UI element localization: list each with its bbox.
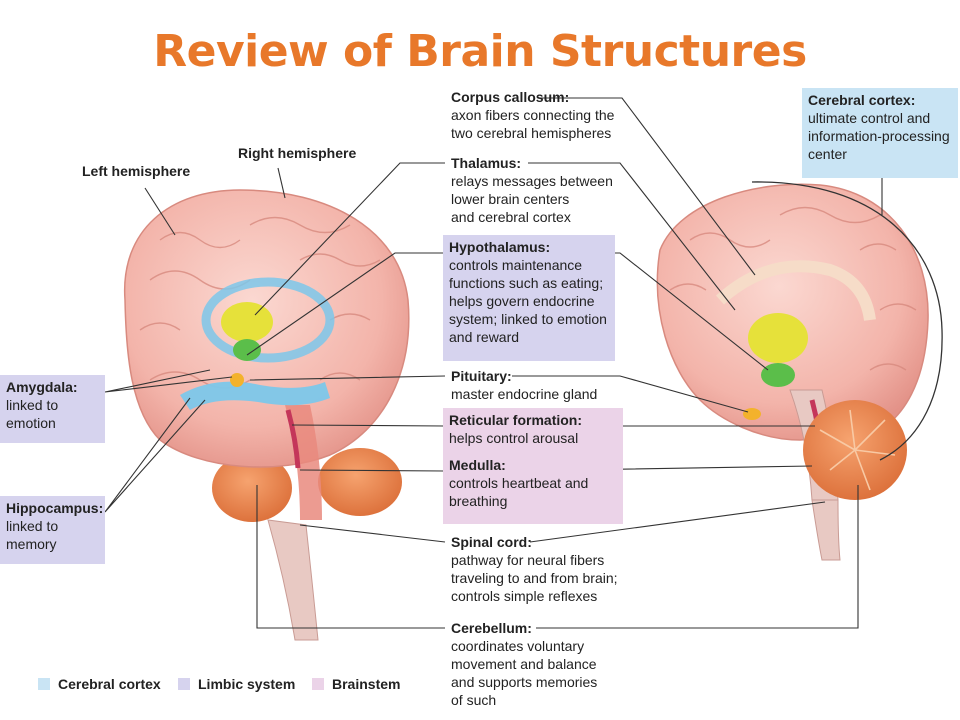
legend-limbic-system: Limbic system [178, 676, 295, 692]
legend-swatch-limbic-system [178, 678, 190, 690]
medulla-desc-1: controls heartbeat and [449, 475, 589, 491]
gyri-right [669, 206, 917, 371]
corpus-callosum-right [715, 260, 876, 322]
spinal-cord-label: Spinal cord: pathway for neural fibers t… [451, 533, 651, 605]
spinal-cord-name: Spinal cord: [451, 534, 532, 550]
right-brain-illustration [656, 181, 943, 561]
legend-cerebral-cortex: Cerebral cortex [38, 676, 161, 692]
hypothalamus-desc-5: and reward [449, 329, 520, 345]
spinal-cord-desc-3: controls simple reflexes [451, 588, 598, 604]
medulla-desc-2: breathing [449, 493, 508, 509]
cerebellum-left [212, 454, 292, 522]
corpus-callosum-desc-1: axon fibers connecting the [451, 107, 615, 123]
pituitary-desc-1: master endocrine gland [451, 386, 598, 402]
reticular-left [285, 409, 301, 469]
amygdala-left [230, 373, 244, 387]
hippocampus-desc-1: linked to [6, 518, 59, 534]
cerebellum-name: Cerebellum: [451, 620, 532, 636]
line-left-hemisphere [144, 187, 176, 236]
legend-label-brainstem: Brainstem [332, 676, 401, 692]
cortex-bracket-arc [751, 181, 943, 461]
corpus-callosum-label: Corpus callosum: axon fibers connecting … [451, 88, 641, 142]
left-hemisphere-label: Left hemisphere [82, 163, 191, 179]
cerebellum-desc-4: of such [451, 692, 497, 708]
legend-brainstem: Brainstem [312, 676, 400, 692]
thalamus-desc-2: lower brain centers [451, 191, 570, 207]
spinal-cord-desc-2: traveling to and from brain; [451, 570, 618, 586]
thalamus-name: Thalamus: [451, 155, 522, 171]
hippocampus-label: Hippocampus: linked to memory [0, 496, 105, 564]
reticular-formation-name: Reticular formation: [449, 412, 583, 428]
hypothalamus-label: Hypothalamus: controls maintenance funct… [443, 235, 615, 361]
spinal-cord-desc-1: pathway for neural fibers [451, 552, 605, 568]
hypothalamus-desc-1: controls maintenance [449, 257, 583, 273]
spinal-cord-left [267, 519, 319, 641]
right-hemisphere-label: Right hemisphere [238, 145, 357, 161]
line-spinal-cord [299, 501, 826, 543]
corpus-callosum-desc-2: two cerebral hemispheres [451, 125, 612, 141]
corpus-callosum-name: Corpus callosum: [451, 89, 570, 105]
cerebral-cortex-desc-2: information-processing [808, 128, 950, 144]
legend-swatch-cerebral-cortex [38, 678, 50, 690]
page-title: Review of Brain Structures [153, 26, 807, 77]
hypothalamus-name: Hypothalamus: [449, 239, 551, 255]
right-cerebrum [656, 183, 929, 441]
arbor-vitae [819, 409, 896, 491]
line-right-hemisphere [277, 167, 286, 199]
hypothalamus-desc-2: functions such as eating; [449, 275, 604, 291]
thalamus-label: Thalamus: relays messages between lower … [451, 154, 631, 226]
cerebellum-desc-3: and supports memories [451, 674, 598, 690]
amygdala-name: Amygdala: [6, 379, 78, 395]
spinal-cord-right [811, 499, 841, 561]
amygdala-desc-2: emotion [6, 415, 56, 431]
line-amygdala [104, 369, 233, 393]
thalamus-right [748, 313, 808, 363]
brainstem-box: Reticular formation: helps control arous… [443, 408, 623, 524]
cerebral-cortex-desc-1: ultimate control and [808, 110, 931, 126]
legend-label-cerebral-cortex: Cerebral cortex [58, 676, 161, 692]
line-pituitary [249, 375, 749, 413]
thalamus-desc-3: and cerebral cortex [451, 209, 571, 225]
hypothalamus-desc-4: system; linked to emotion [449, 311, 607, 327]
cerebellum-desc-2: movement and balance [451, 656, 597, 672]
amygdala-label: Amygdala: linked to emotion [0, 375, 105, 443]
cerebellum-desc-1: coordinates voluntary [451, 638, 585, 654]
pituitary-right [743, 408, 761, 420]
hypothalamus-left [233, 339, 261, 361]
line-hippocampus [104, 397, 206, 513]
legend-swatch-brainstem [312, 678, 324, 690]
left-brain-illustration [123, 189, 410, 641]
hippocampus-shape [180, 381, 330, 410]
medulla-name: Medulla: [449, 457, 506, 473]
pituitary-label: Pituitary: master endocrine gland [451, 367, 631, 403]
cerebral-cortex-label: Cerebral cortex: ultimate control and in… [802, 88, 958, 178]
cerebral-cortex-name: Cerebral cortex: [808, 92, 916, 108]
line-corpus-callosum [538, 97, 756, 276]
hypothalamus-desc-3: helps govern endocrine [449, 293, 595, 309]
thalamus-left [221, 302, 273, 342]
reticular-formation-desc-1: helps control arousal [449, 430, 579, 446]
line-thalamus [254, 162, 736, 316]
thalamus-desc-1: relays messages between [451, 173, 613, 189]
hippocampus-desc-2: memory [6, 536, 57, 552]
pituitary-name: Pituitary: [451, 368, 512, 384]
line-cerebellum [256, 485, 859, 629]
cerebellum-right-lobe [318, 448, 402, 516]
hypothalamus-right [761, 363, 795, 387]
cerebellum-label: Cerebellum: coordinates voluntary moveme… [451, 619, 631, 709]
hippocampus-name: Hippocampus: [6, 500, 104, 516]
amygdala-desc-1: linked to [6, 397, 59, 413]
cerebral-cortex-desc-3: center [808, 146, 847, 162]
fornix-ring [201, 277, 335, 363]
legend-label-limbic-system: Limbic system [198, 676, 296, 692]
